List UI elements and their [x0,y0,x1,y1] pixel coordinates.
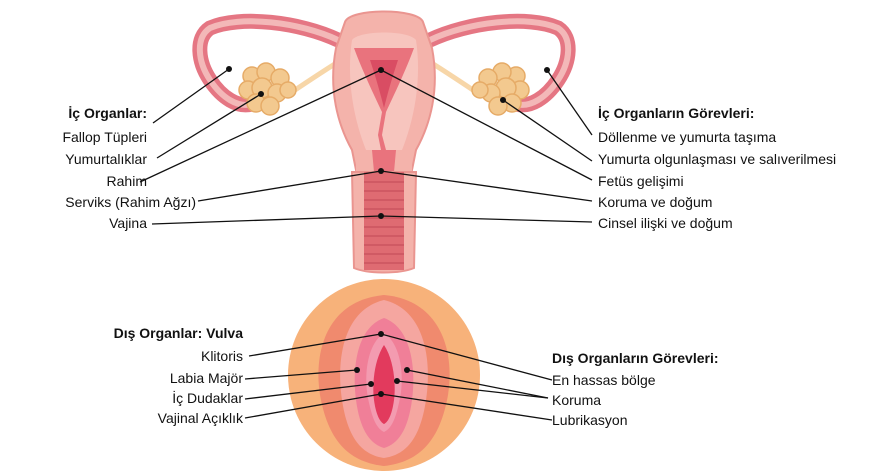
function-egg-maturation: Yumurta olgunlaşması ve salıverilmesi [598,151,836,168]
function-lubrication: Lubrikasyon [552,412,628,429]
function-protection: Koruma [552,392,601,409]
function-fertilization: Döllenme ve yumurta taşıma [598,129,776,146]
label-labia-majora: Labia Majör [170,370,243,387]
external-functions-heading: Dış Organların Görevleri: [552,350,719,367]
label-ovaries: Yumurtalıklar [65,151,147,168]
function-most-sensitive: En hassas bölge [552,372,656,389]
external-heading: Dış Organlar: Vulva [114,325,243,342]
label-vagina: Vajina [109,215,147,232]
vulva-diagram [288,279,480,471]
internal-functions-heading: İç Organların Görevleri: [598,105,754,122]
function-fetal-development: Fetüs gelişimi [598,173,684,190]
label-fallopian-tubes: Fallop Tüpleri [62,129,147,146]
label-labia-minora: İç Dudaklar [172,390,243,407]
internal-heading: İç Organlar: [68,105,147,122]
label-clitoris: Klitoris [201,348,243,365]
function-intercourse-birth: Cinsel ilişki ve doğum [598,215,733,232]
uterus-diagram [200,12,568,273]
label-cervix: Serviks (Rahim Ağzı) [65,194,196,211]
label-vaginal-opening: Vajinal Açıklık [158,410,243,427]
function-protection-birth: Koruma ve doğum [598,194,712,211]
label-uterus: Rahim [107,173,147,190]
ovary-left [239,63,296,115]
ovary-right [472,63,529,115]
